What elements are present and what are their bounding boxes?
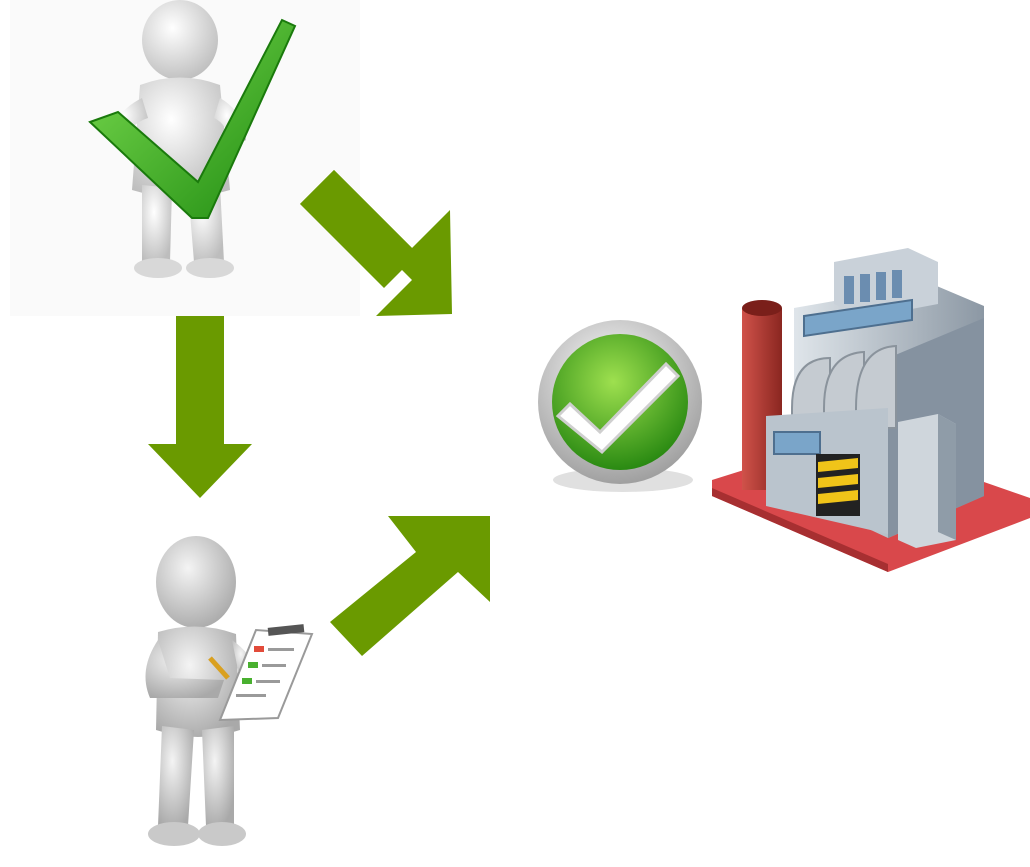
pencil-icon	[208, 656, 230, 680]
figure-holding-checkmark-icon	[10, 0, 360, 316]
figure-with-clipboard-icon	[145, 536, 314, 846]
clipboard-icon	[218, 624, 314, 722]
arrow-diagonal-inspector-to-badge	[330, 516, 490, 656]
green-checkmark-badge-icon	[538, 320, 702, 492]
arrow-diagonal-approver-to-badge	[300, 170, 452, 316]
arrow-down-approver-to-inspector	[148, 316, 252, 498]
factory-icon	[712, 248, 1030, 572]
